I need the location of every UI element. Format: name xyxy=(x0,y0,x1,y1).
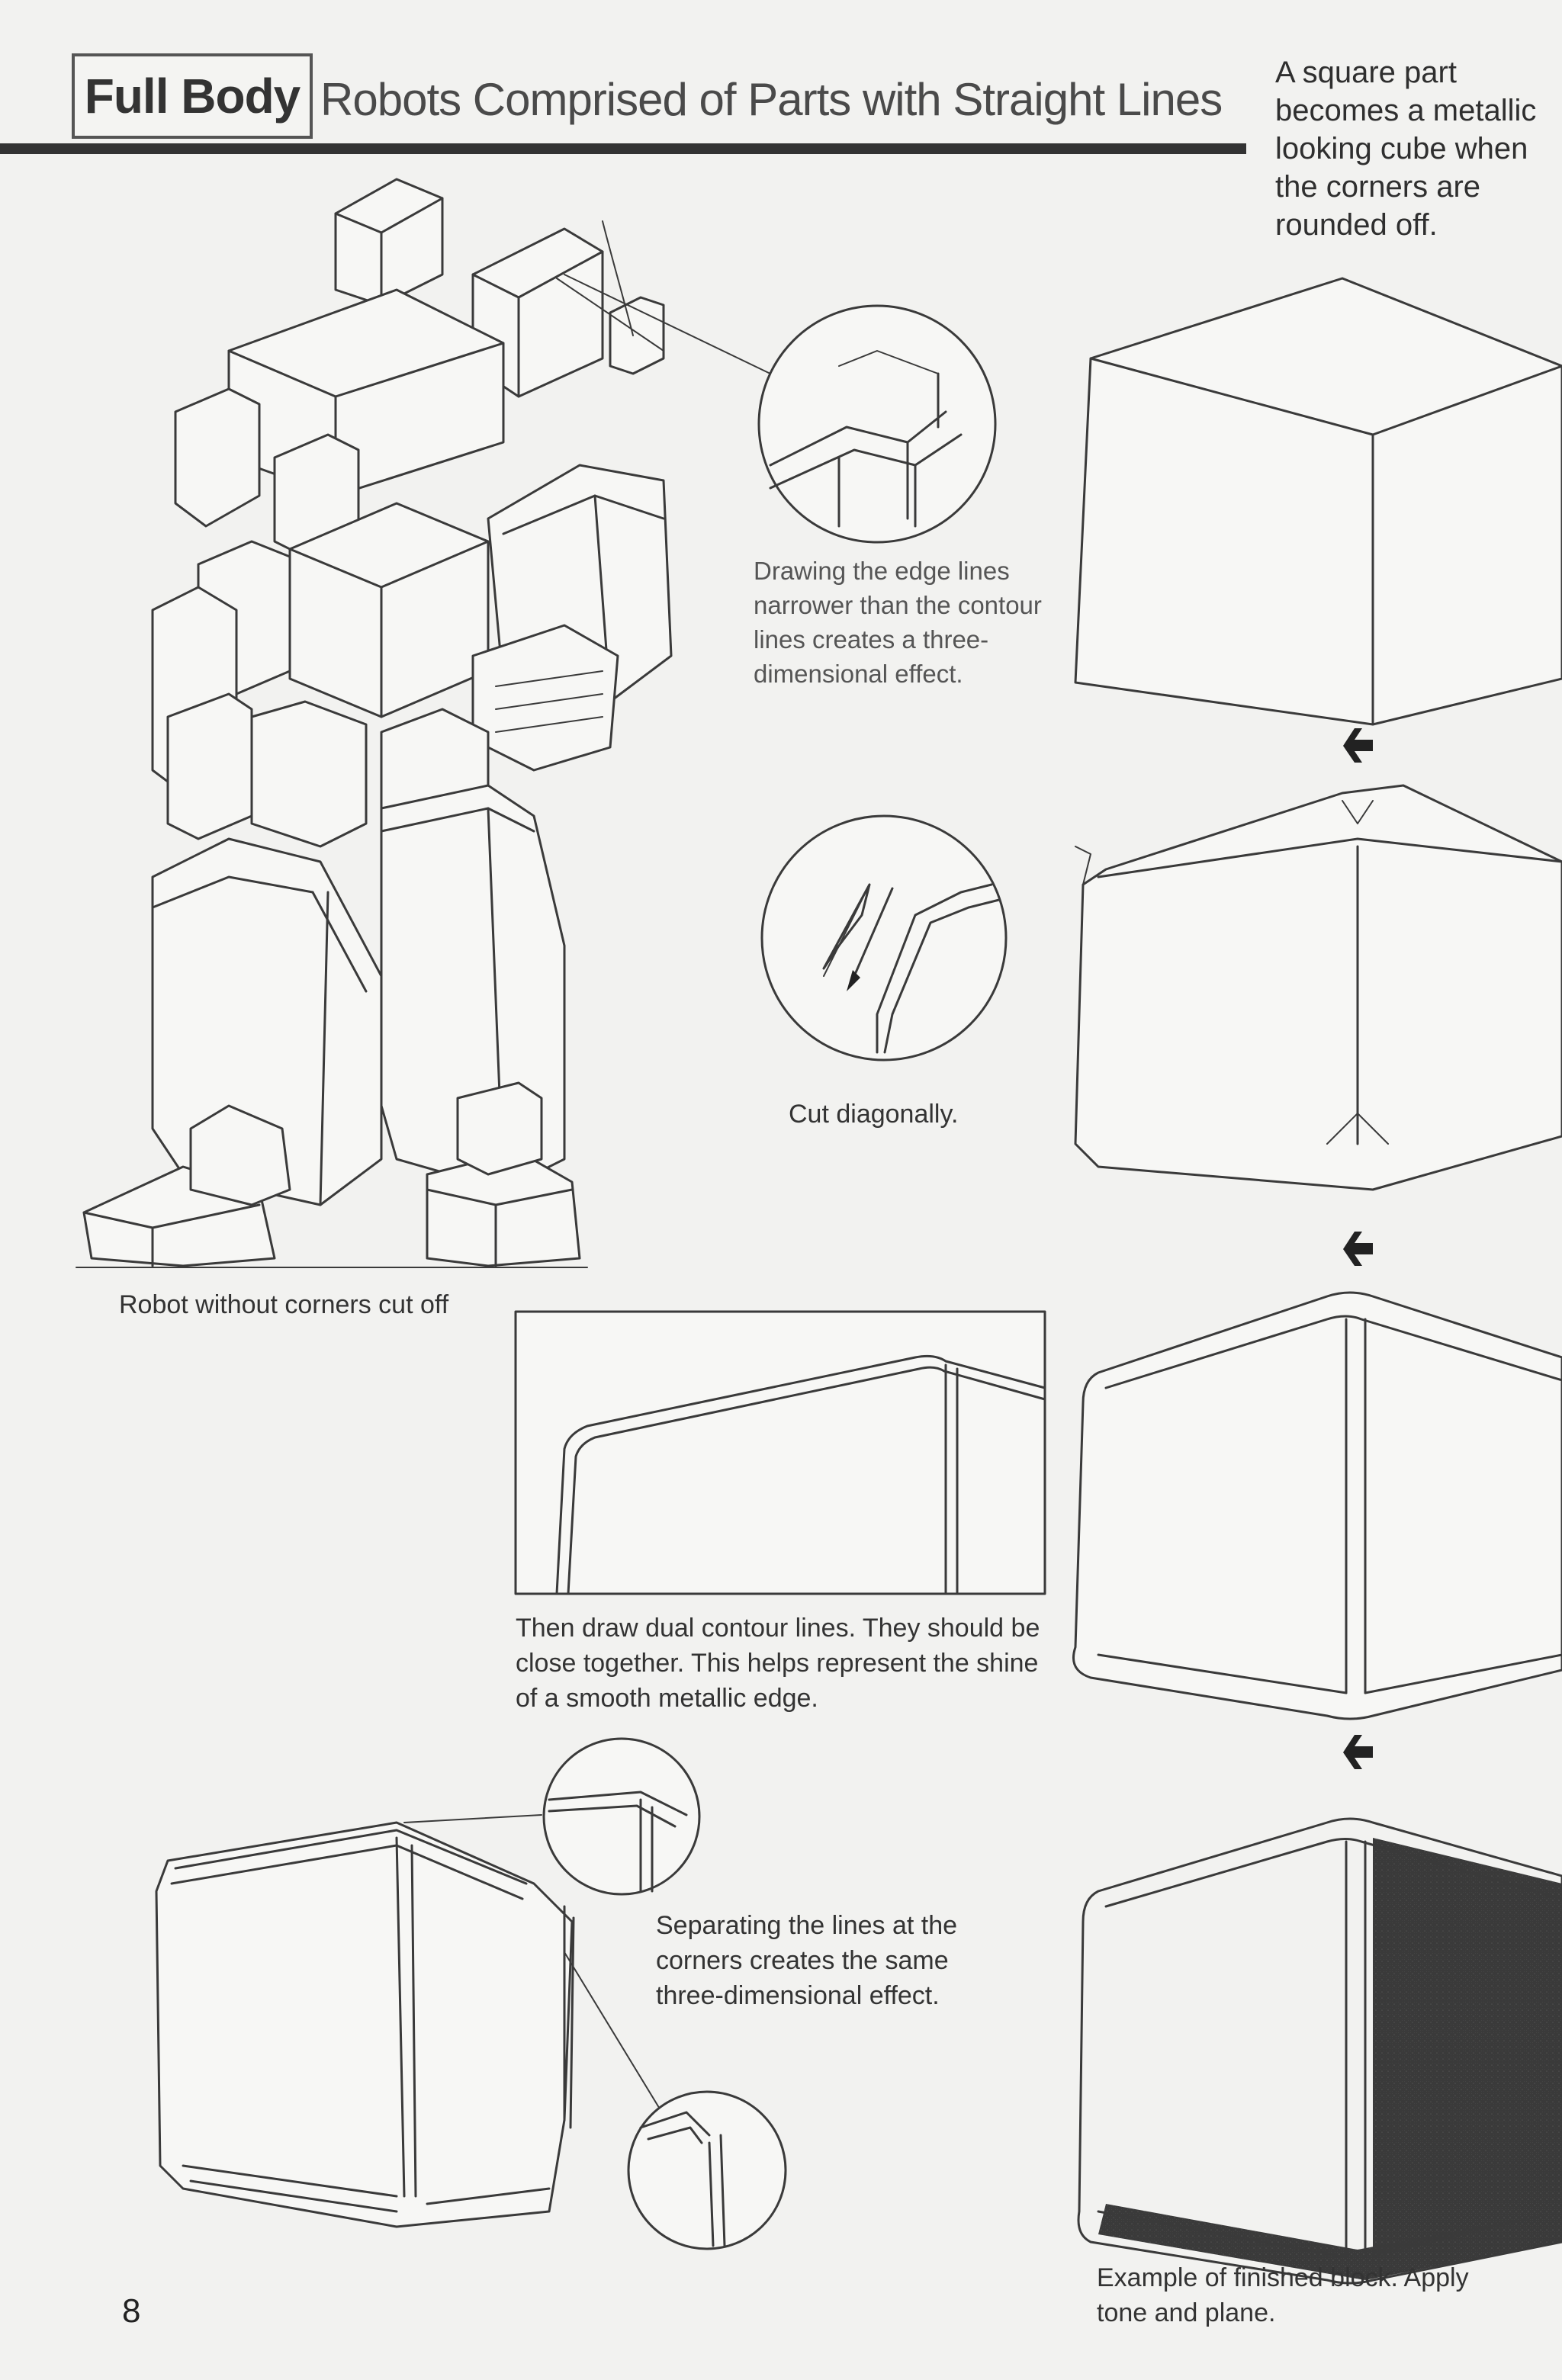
arrow-down-3 xyxy=(1343,1735,1373,1769)
header-rule xyxy=(0,143,1246,154)
page-number: 8 xyxy=(122,2292,141,2330)
cube-step-1 xyxy=(1074,277,1562,726)
arrow-down-1 xyxy=(1343,728,1373,763)
corner-detail-inset-bottom xyxy=(627,2090,787,2250)
section-label: Full Body xyxy=(72,53,313,139)
caption-edge-lines: Drawing the edge lines narrower than the… xyxy=(754,557,1042,688)
cube-step-2 xyxy=(1074,784,1562,1191)
caption-dual-contour: Then draw dual contour lines. They shoul… xyxy=(516,1614,1040,1713)
caption-robot: Robot without corners cut off xyxy=(119,1290,449,1319)
cube-step-3 xyxy=(1072,1291,1562,1720)
corner-detail-inset-top xyxy=(542,1737,701,1896)
caption-finished-block: Example of finished block. Apply tone an… xyxy=(1097,2263,1469,2327)
cube-step-4-toned xyxy=(1077,1817,1562,2285)
cut-diagonal-inset xyxy=(760,814,1008,1062)
side-note: A square part becomes a metallic looking… xyxy=(1275,56,1537,242)
caption-separating-lines: Separating the lines at the corners crea… xyxy=(656,1911,958,2010)
arrow-down-2 xyxy=(1343,1232,1373,1266)
caption-cut-diagonally: Cut diagonally. xyxy=(789,1100,959,1129)
page-title: Robots Comprised of Parts with Straight … xyxy=(320,74,1223,125)
separated-lines-cube xyxy=(155,1814,575,2228)
edge-detail-inset xyxy=(757,304,997,544)
dual-contour-inset xyxy=(514,1310,1046,1595)
robot-illustration xyxy=(76,178,673,1268)
